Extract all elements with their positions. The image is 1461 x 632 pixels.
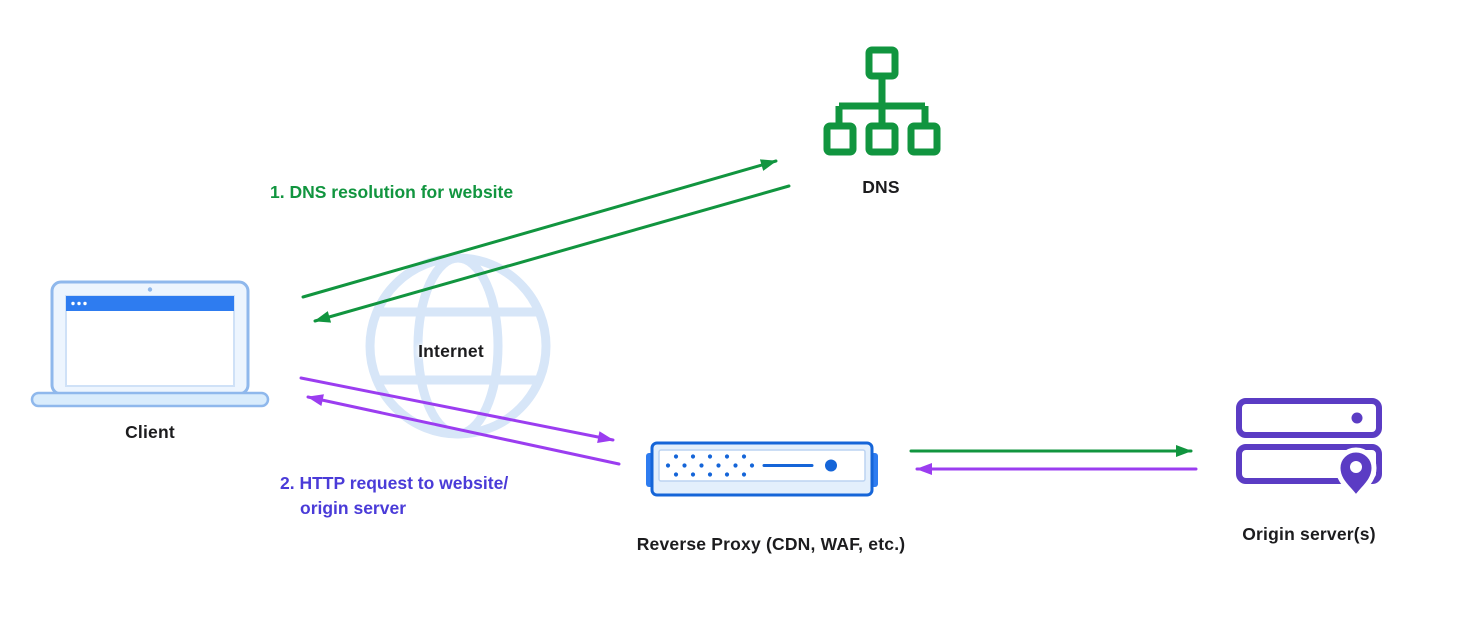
internet-label: Internet	[418, 341, 484, 361]
proxy-status-dot	[825, 459, 837, 472]
laptop-base	[30, 391, 270, 408]
arrow-client-to-dns	[301, 159, 778, 299]
arrow-dns-to-client	[313, 184, 791, 323]
reverse-proxy-label: Reverse Proxy (CDN, WAF, etc.)	[636, 534, 906, 554]
client-label: Client	[125, 422, 175, 442]
step2-line1: 2. HTTP request to website/	[280, 473, 509, 493]
step1-annotation: 1. DNS resolution for website	[270, 182, 514, 202]
origin-server-label: Origin server(s)	[1242, 524, 1376, 544]
origin-server-icon	[1236, 398, 1382, 504]
step2-line2: origin server	[300, 498, 407, 518]
reverse-proxy-icon	[646, 438, 878, 500]
browser-title-bar	[66, 296, 234, 311]
arrow-client-to-proxy	[299, 376, 615, 443]
step2-annotation: 2. HTTP request to website/ origin serve…	[280, 471, 508, 521]
server-indicator-dot	[1351, 412, 1363, 424]
arrow-proxy-to-client	[306, 394, 621, 466]
dns-label: DNS	[862, 177, 900, 197]
proxy-dot-pattern	[665, 454, 755, 477]
internet-globe-icon	[358, 246, 558, 446]
client-laptop-icon	[30, 280, 270, 410]
laptop-camera-dot	[147, 287, 153, 292]
dns-tree-icon	[823, 46, 941, 160]
location-pin-icon	[1335, 447, 1377, 503]
